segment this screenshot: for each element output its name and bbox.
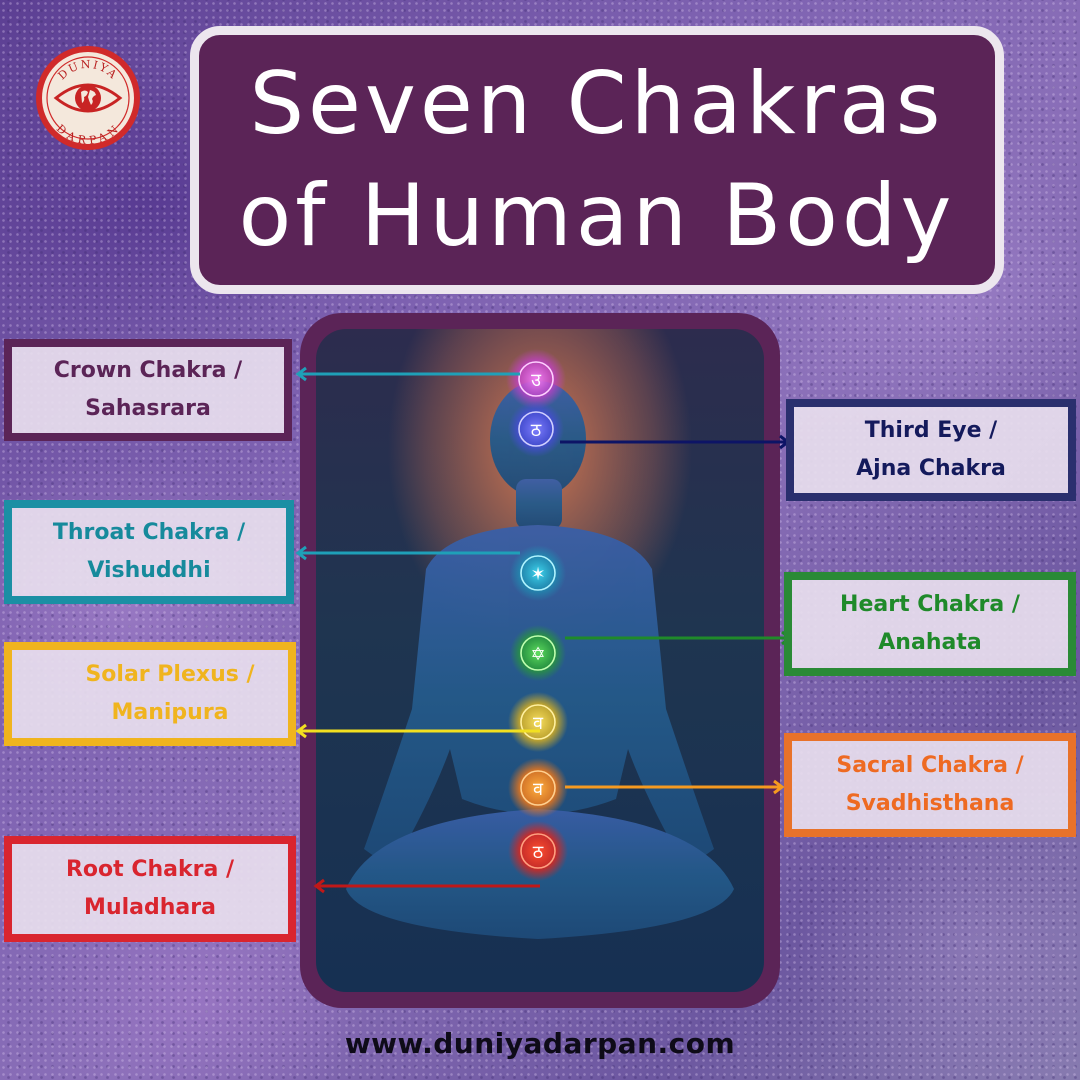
meditating-figure-illustration: उ ठ ✶ ✡ व व ठ <box>316 329 764 992</box>
third-eye-chakra-sanskrit: Ajna Chakra <box>856 456 1006 481</box>
duniya-darpan-logo: DUNIYA DARPAN <box>36 46 140 150</box>
page-title-line-2: of Human Body <box>238 166 956 266</box>
label-throat-chakra: Throat Chakra / Vishuddhi <box>4 500 294 604</box>
page-title-line-1: Seven Chakras <box>249 54 945 154</box>
svg-text:व: व <box>533 713 544 734</box>
svg-text:ठ: ठ <box>533 842 544 863</box>
label-root-chakra: Root Chakra / Muladhara <box>4 836 296 942</box>
sacral-chakra-name: Sacral Chakra / <box>836 753 1024 778</box>
svg-text:व: व <box>533 779 544 800</box>
svg-text:✡: ✡ <box>530 644 545 665</box>
svg-text:DARPAN: DARPAN <box>54 122 123 144</box>
svg-text:उ: उ <box>531 370 542 391</box>
heart-chakra-name: Heart Chakra / <box>840 592 1020 617</box>
title-banner: Seven Chakras of Human Body <box>190 26 1004 294</box>
solar-plexus-chakra-name: Solar Plexus / <box>85 662 255 687</box>
heart-chakra-sanskrit: Anahata <box>878 630 982 655</box>
solar-plexus-chakra-sanskrit: Manipura <box>111 700 229 725</box>
crown-chakra-name: Crown Chakra / <box>53 358 243 383</box>
eye-globe-icon: DUNIYA DARPAN <box>46 56 130 144</box>
meditating-figure-icon: उ ठ ✶ ✡ व व ठ <box>346 349 734 939</box>
svg-text:DUNIYA: DUNIYA <box>56 58 121 83</box>
crown-chakra-sanskrit: Sahasrara <box>85 396 211 421</box>
logo-bottom-text: DARPAN <box>54 122 121 144</box>
sacral-chakra-sanskrit: Svadhisthana <box>845 791 1015 816</box>
root-chakra-sanskrit: Muladhara <box>84 895 216 920</box>
label-crown-chakra: Crown Chakra / Sahasrara <box>4 339 292 441</box>
label-sacral-chakra: Sacral Chakra / Svadhisthana <box>784 733 1076 837</box>
label-third-eye-chakra: Third Eye / Ajna Chakra <box>786 399 1076 501</box>
root-chakra-name: Root Chakra / <box>65 857 235 882</box>
website-url[interactable]: www.duniyadarpan.com <box>344 1027 736 1060</box>
svg-text:✶: ✶ <box>530 564 545 585</box>
svg-text:ठ: ठ <box>531 420 542 441</box>
throat-chakra-sanskrit: Vishuddhi <box>87 558 211 583</box>
label-heart-chakra: Heart Chakra / Anahata <box>784 572 1076 676</box>
third-eye-chakra-name: Third Eye / <box>864 418 998 443</box>
throat-chakra-name: Throat Chakra / <box>52 520 246 545</box>
logo-top-text: DUNIYA <box>56 58 119 83</box>
chakra-illustration-frame: उ ठ ✶ ✡ व व ठ <box>300 313 780 1008</box>
label-solar-plexus-chakra: Solar Plexus / Manipura <box>4 642 296 746</box>
